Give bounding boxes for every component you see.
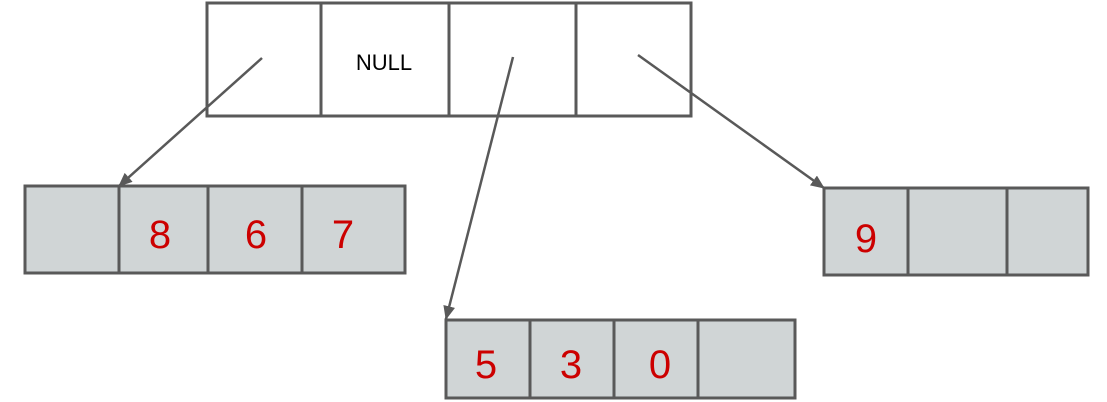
- left-bucket: 8 6 7: [23, 184, 407, 275]
- middle-bucket-text-0: 5: [475, 343, 497, 387]
- middle-bucket-text-1: 3: [560, 343, 582, 387]
- middle-bucket: 5 3 0: [444, 318, 797, 400]
- middle-bucket-cell-3: [696, 318, 797, 400]
- pointer-arrow-middle: [443, 56, 515, 320]
- top-array-cell-1: [319, 1, 451, 118]
- top-array-cell-3: [574, 1, 693, 118]
- left-bucket-text-1: 8: [149, 213, 171, 257]
- middle-bucket-text-2: 0: [649, 343, 671, 387]
- left-bucket-text-2: 6: [245, 213, 267, 257]
- top-array-text-1: NULL: [356, 50, 412, 75]
- left-bucket-text-3: 7: [332, 213, 354, 257]
- pointer-arrow-right: [637, 53, 825, 190]
- pointer-arrow-left: [118, 57, 263, 187]
- right-bucket-cell-1: [906, 186, 1009, 277]
- right-bucket-text-0: 9: [855, 217, 877, 261]
- right-bucket-cell-2: [1005, 186, 1090, 277]
- middle-bucket-cell-2: [612, 318, 700, 400]
- right-bucket-cell-0: [822, 186, 910, 277]
- top-array-cell-0: [205, 1, 323, 118]
- middle-bucket-cell-1: [528, 318, 616, 400]
- left-bucket-cell-1: [117, 184, 210, 275]
- left-bucket-cell-0: [23, 184, 121, 275]
- middle-bucket-cell-0: [444, 318, 532, 400]
- left-bucket-cell-3: [300, 184, 407, 275]
- top-array: NULL: [205, 1, 693, 118]
- right-bucket: 9: [822, 186, 1090, 277]
